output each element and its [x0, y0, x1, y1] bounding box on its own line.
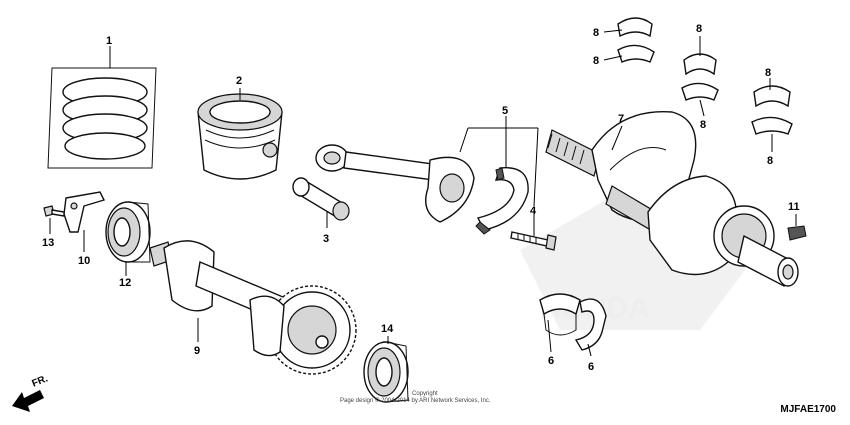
piston-rings[interactable]: [47, 67, 157, 169]
front-direction-arrow-icon: [12, 390, 44, 412]
callout-10[interactable]: 10: [78, 255, 90, 267]
woodruff-key[interactable]: [787, 225, 807, 241]
callout-1[interactable]: 1: [106, 35, 112, 47]
piston-pin[interactable]: [292, 177, 350, 221]
ball-bearing-left[interactable]: [105, 201, 151, 263]
callout-12[interactable]: 12: [119, 277, 131, 289]
callout-13[interactable]: 13: [42, 237, 54, 249]
copyright-line-1: Copyright: [412, 391, 438, 397]
crankpin-bearing-a[interactable]: [539, 293, 581, 336]
callouts: 1 2 3 4 5 6 6 7 8 8 8 8 8 8 9 10 11 12 1…: [42, 23, 800, 373]
balancer-plate[interactable]: [63, 191, 105, 233]
leader-lines: [49, 29, 797, 357]
callout-14[interactable]: 14: [381, 323, 394, 335]
diagram-code: MJFAE1700: [780, 404, 836, 415]
main-bearing-top-right[interactable]: [681, 53, 719, 101]
callout-8e[interactable]: 8: [765, 67, 771, 79]
callout-7[interactable]: 7: [618, 113, 624, 125]
callout-8c[interactable]: 8: [696, 23, 702, 35]
connecting-rod-bolt[interactable]: [510, 231, 557, 251]
balancer-shaft[interactable]: [149, 240, 357, 375]
connecting-rod[interactable]: [315, 144, 475, 223]
callout-11[interactable]: 11: [788, 201, 800, 213]
plate-bolt[interactable]: [43, 205, 65, 217]
main-bearing-right[interactable]: [751, 85, 793, 135]
callout-8d[interactable]: 8: [700, 119, 706, 131]
ball-bearing-lower[interactable]: [363, 341, 409, 403]
callout-2[interactable]: 2: [236, 75, 242, 87]
callout-8b[interactable]: 8: [593, 55, 599, 67]
callout-6a[interactable]: 6: [548, 355, 554, 367]
crankshaft[interactable]: [545, 110, 799, 288]
crankpin-bearing-b[interactable]: [574, 298, 607, 351]
callout-8a[interactable]: 8: [593, 27, 599, 39]
connecting-rod-cap[interactable]: [475, 167, 529, 235]
callout-3[interactable]: 3: [323, 233, 329, 245]
callout-8f[interactable]: 8: [767, 155, 773, 167]
callout-5[interactable]: 5: [502, 105, 508, 117]
callout-9[interactable]: 9: [194, 345, 200, 357]
copyright-line-2: Page design © 2004-2014 by ARI Network S…: [340, 398, 491, 404]
main-bearing-top-left[interactable]: [617, 17, 655, 63]
callout-4[interactable]: 4: [530, 205, 537, 217]
callout-6b[interactable]: 6: [588, 361, 594, 373]
piston[interactable]: [197, 93, 283, 180]
